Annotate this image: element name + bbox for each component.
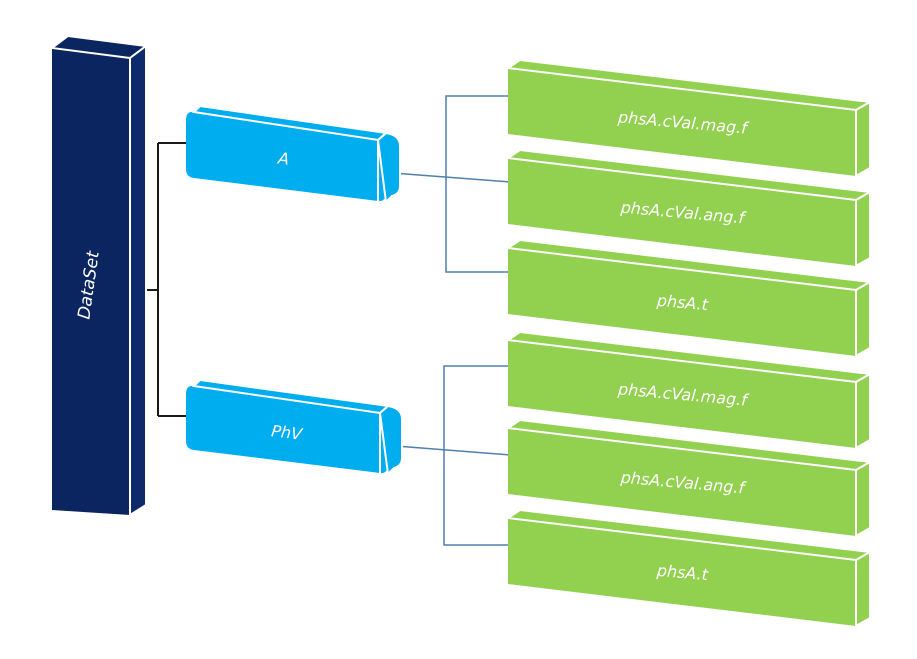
connectors bbox=[130, 95, 511, 546]
group-node-a: A bbox=[186, 104, 401, 205]
item-node: phsA.cVal.ang.f bbox=[505, 418, 874, 538]
item-node: phsA.t bbox=[505, 238, 874, 358]
item-node: phsA.cVal.ang.f bbox=[505, 148, 874, 268]
item-connector bbox=[443, 365, 510, 546]
item-connector bbox=[382, 444, 511, 456]
dataset-node: DataSet bbox=[49, 34, 149, 517]
group-node-phv: PhV bbox=[186, 378, 403, 477]
item-label: phsA.t bbox=[655, 561, 709, 585]
item-connector bbox=[445, 95, 510, 273]
item-connector bbox=[379, 171, 511, 183]
item-node: phsA.cVal.mag.f bbox=[505, 58, 874, 178]
group-label: PhV bbox=[270, 421, 304, 444]
group-label: A bbox=[276, 148, 290, 168]
item-node: phsA.t bbox=[505, 508, 874, 628]
item-node: phsA.cVal.mag.f bbox=[505, 330, 874, 450]
item-label: phsA.t bbox=[655, 291, 709, 315]
